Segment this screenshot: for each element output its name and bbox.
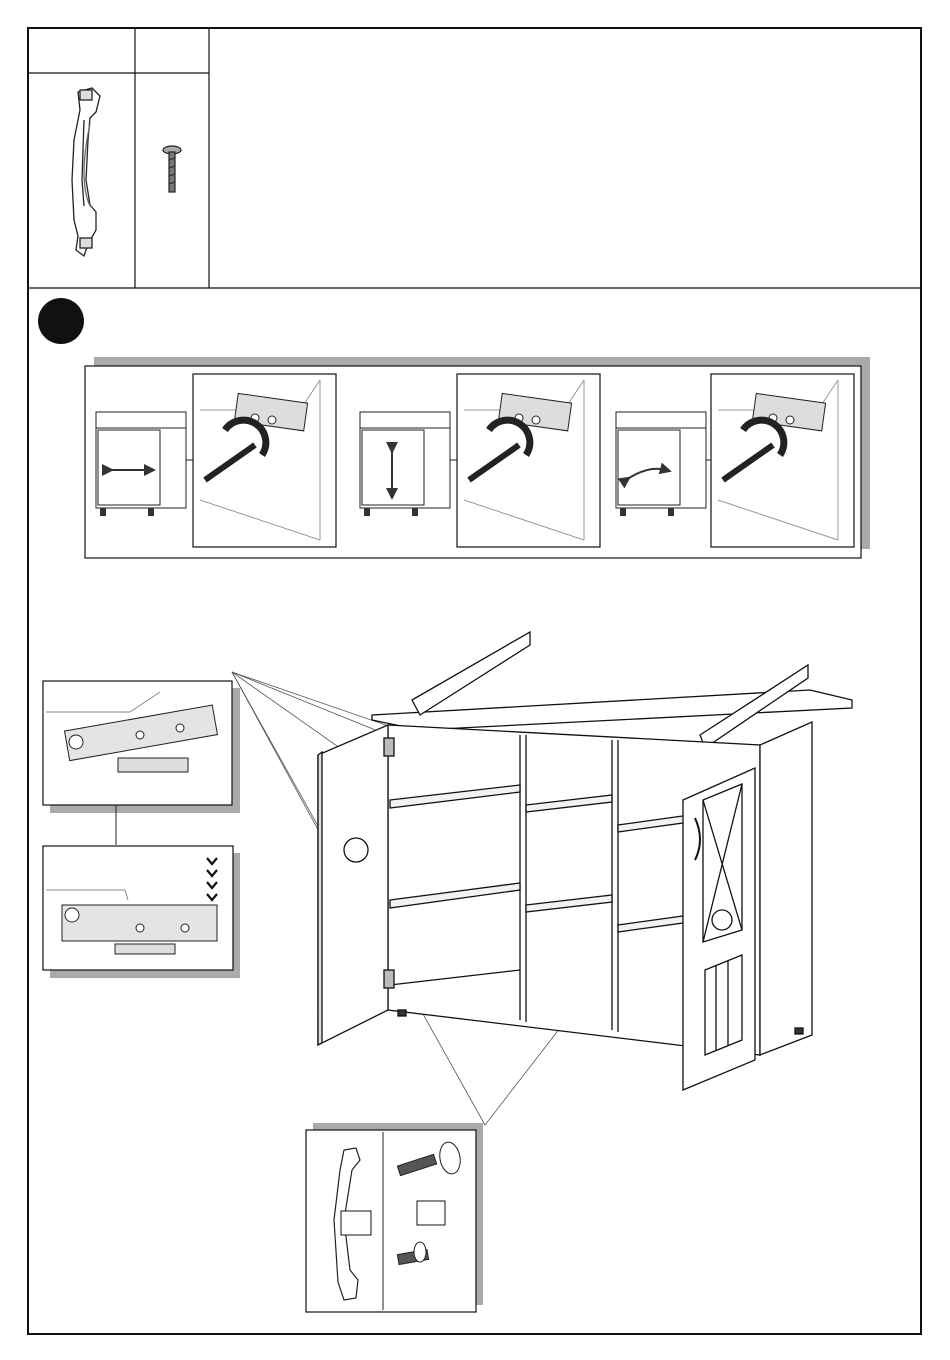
handle-label-box-right — [417, 1201, 445, 1225]
hinge-detail-closed — [43, 846, 240, 978]
hinge-detail-open — [43, 681, 240, 813]
parts-table — [28, 28, 921, 288]
step-number-badge — [38, 298, 84, 344]
screw-icon — [163, 146, 181, 192]
handle-icon — [72, 88, 100, 256]
handle-detail — [306, 1123, 483, 1312]
handle-label-box-left — [341, 1211, 371, 1235]
cabinet-drawing — [318, 632, 852, 1090]
